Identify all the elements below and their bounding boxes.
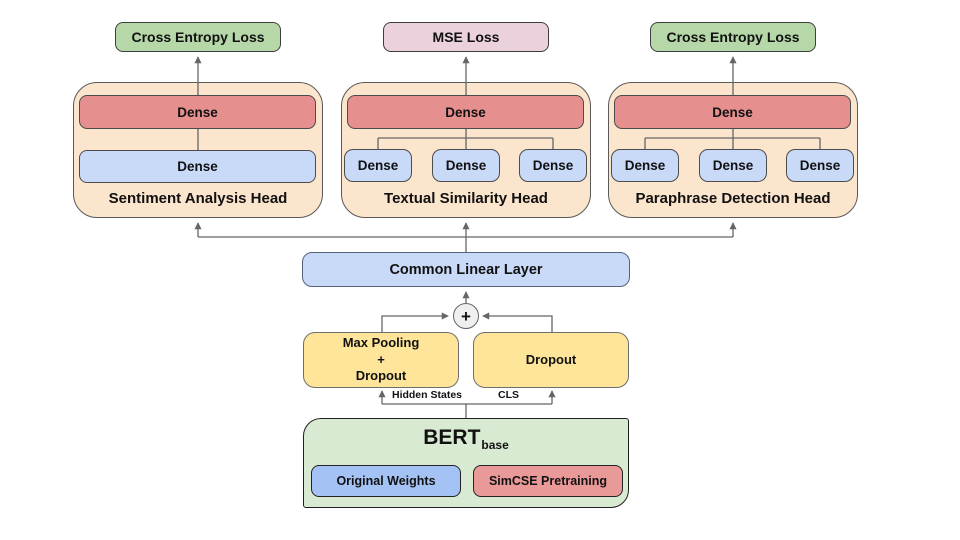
- original-weights-box: Original Weights: [311, 465, 461, 497]
- dense-layer: Dense: [614, 95, 851, 129]
- common-linear-layer-box: Common Linear Layer: [302, 252, 630, 287]
- hidden-states-label: Hidden States: [391, 389, 462, 401]
- cls-label: CLS: [498, 389, 519, 401]
- head-title: Sentiment Analysis Head: [108, 189, 288, 207]
- simcse-pretraining-box: SimCSE Pretraining: [473, 465, 623, 497]
- cross-entropy-loss-box-sentiment: Cross Entropy Loss: [115, 22, 281, 52]
- max-pooling-dropout-box: Max Pooling + Dropout: [303, 332, 459, 388]
- dense-layer: Dense: [344, 149, 412, 182]
- dense-layer: Dense: [79, 150, 316, 183]
- mse-loss-box: MSE Loss: [383, 22, 549, 52]
- bert-name: BERT: [423, 426, 481, 449]
- paraphrase-detection-head: Dense Dense Dense Dense Paraphrase Detec…: [608, 82, 858, 218]
- dropout-box: Dropout: [473, 332, 629, 388]
- pool-line: +: [377, 351, 385, 367]
- dense-layer: Dense: [699, 149, 767, 182]
- bert-base-container: BERTbase Original Weights SimCSE Pretrai…: [303, 418, 629, 508]
- dense-layer: Dense: [786, 149, 854, 182]
- pool-line: Max Pooling: [342, 334, 420, 350]
- bert-title: BERTbase: [304, 426, 628, 452]
- pool-line: Dropout: [355, 368, 407, 384]
- dense-layer: Dense: [432, 149, 500, 182]
- textual-similarity-head: Dense Dense Dense Dense Textual Similari…: [341, 82, 591, 218]
- bert-subscript: base: [481, 438, 509, 452]
- dense-layer: Dense: [347, 95, 584, 129]
- head-title: Paraphrase Detection Head: [635, 189, 831, 207]
- dense-layer: Dense: [611, 149, 679, 182]
- dense-layer: Dense: [79, 95, 316, 129]
- head-title: Textual Similarity Head: [384, 189, 548, 207]
- cross-entropy-loss-box-paraphrase: Cross Entropy Loss: [650, 22, 816, 52]
- sentiment-analysis-head: Dense Dense Sentiment Analysis Head: [73, 82, 323, 218]
- plus-sum-icon: +: [453, 303, 479, 329]
- dense-layer: Dense: [519, 149, 587, 182]
